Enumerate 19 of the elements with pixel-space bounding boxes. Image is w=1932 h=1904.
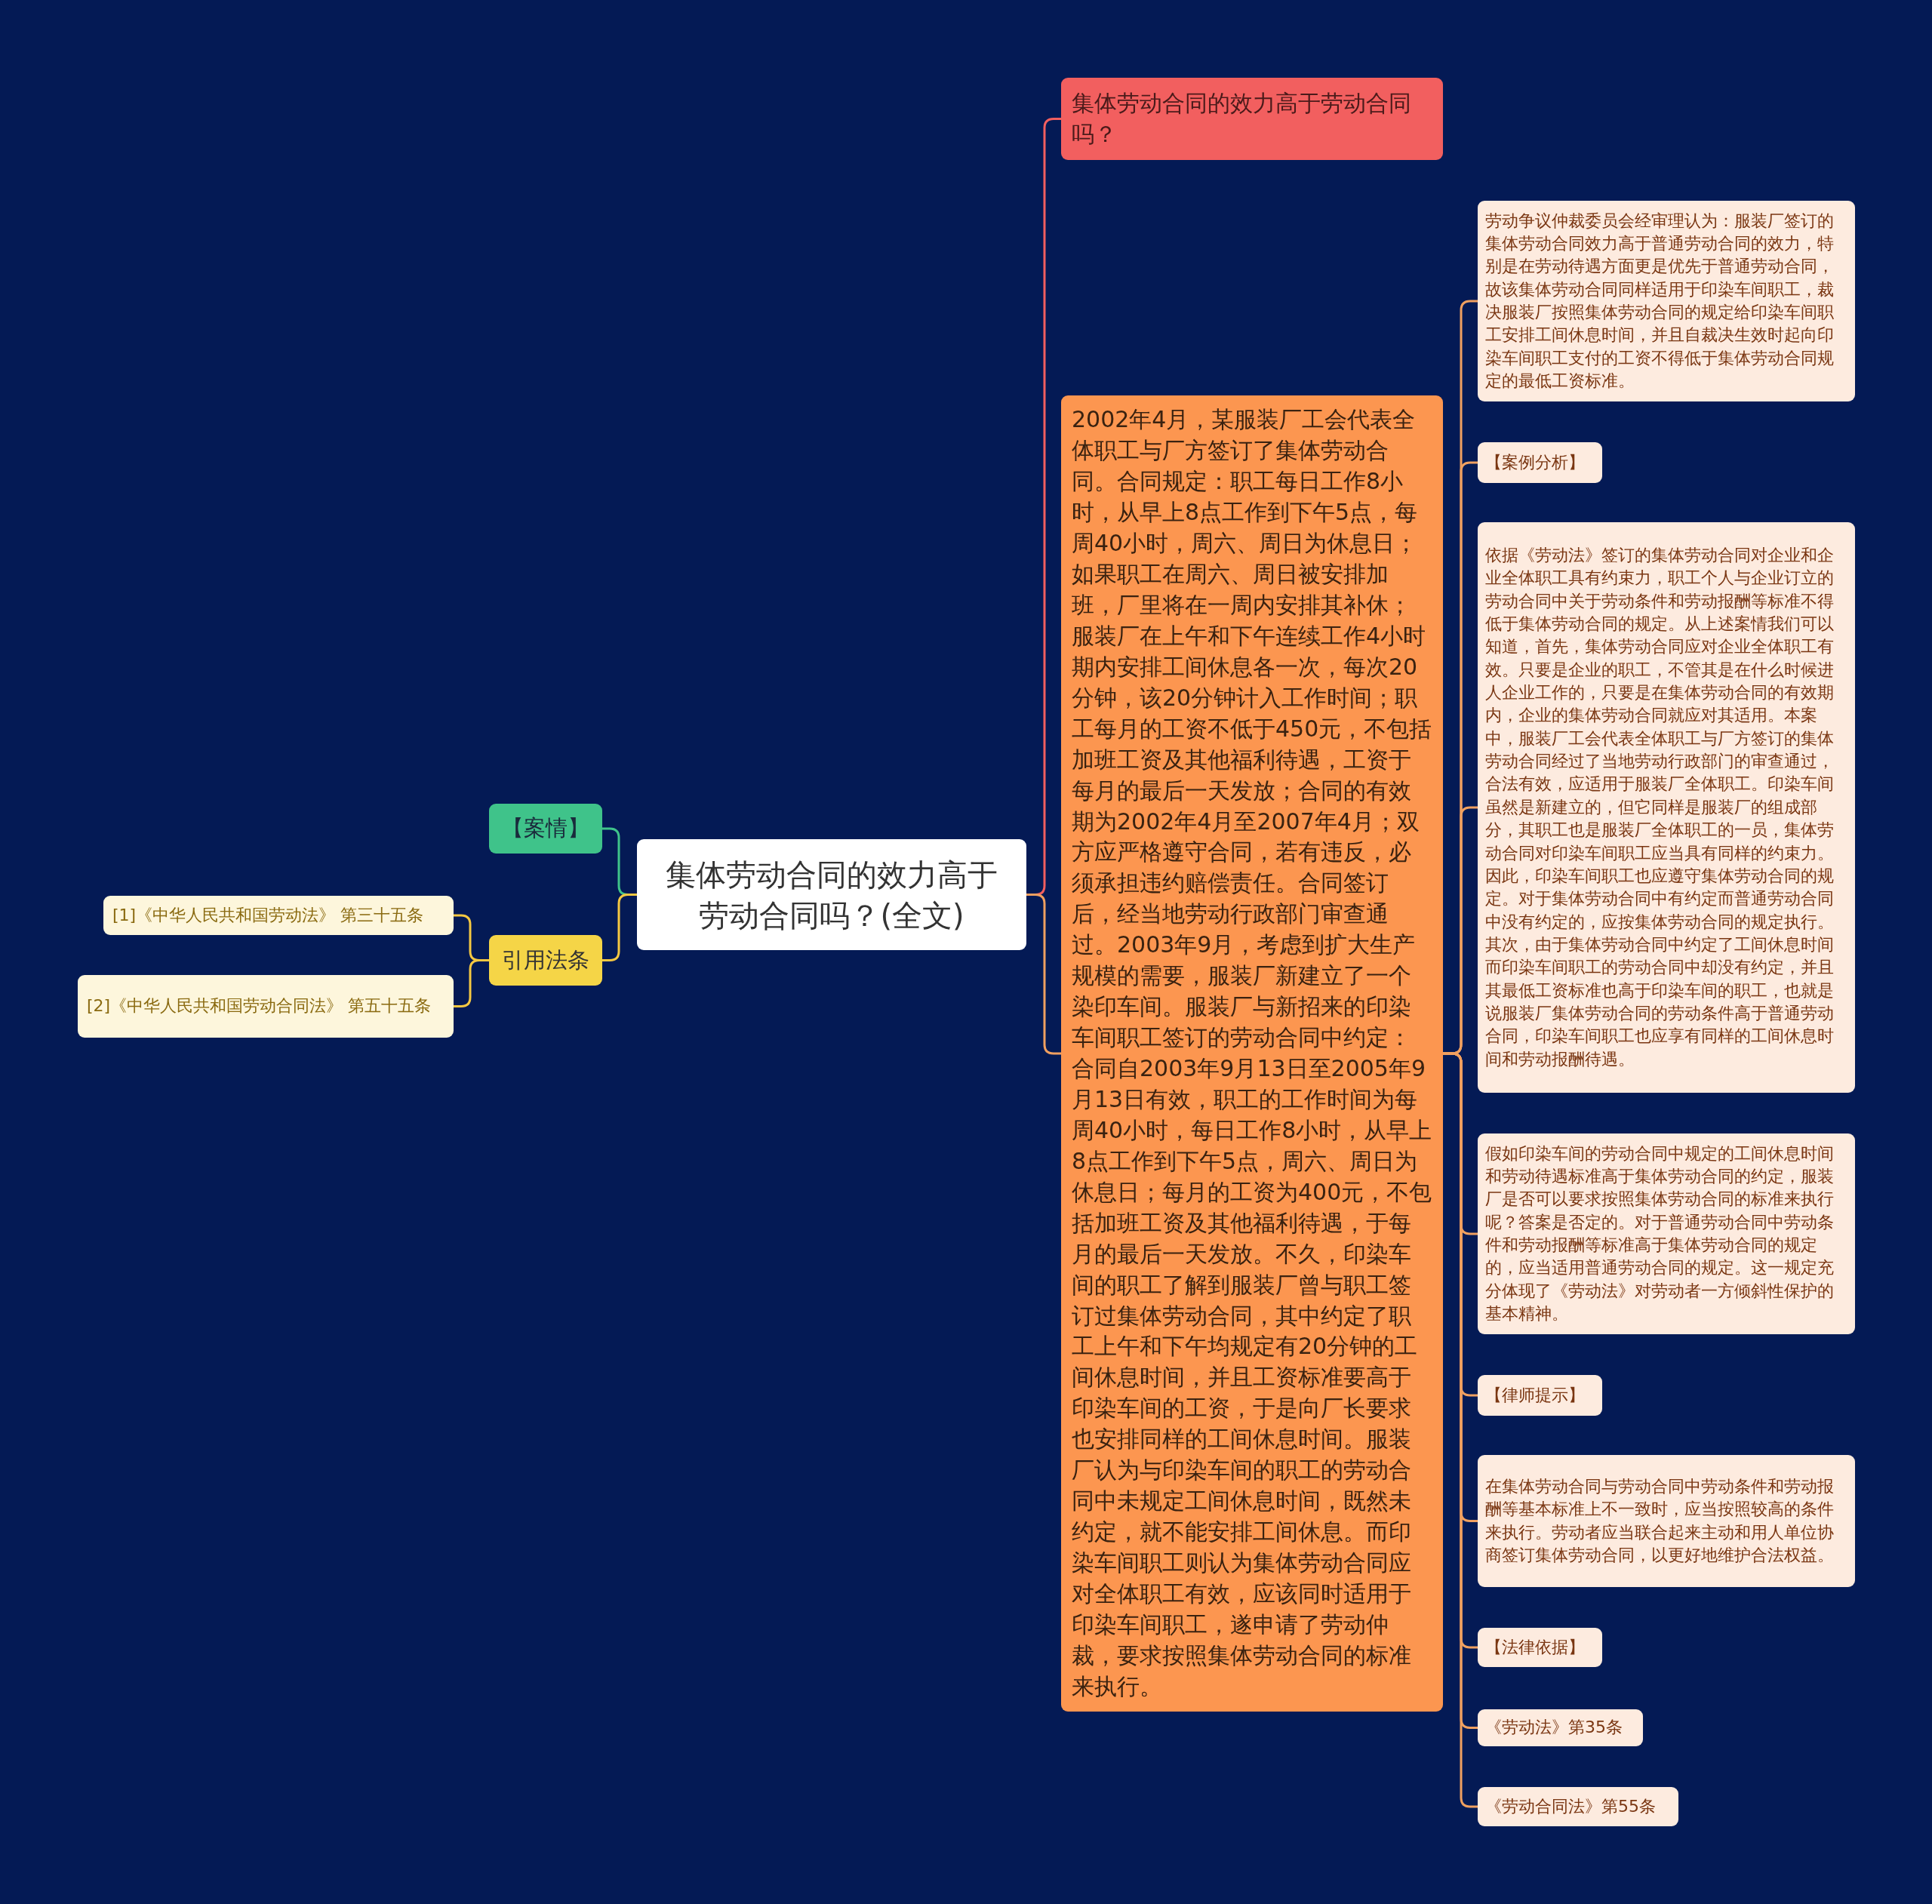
- leaf-topic: 《劳动合同法》第55条: [1478, 1787, 1678, 1826]
- connector: [602, 894, 637, 961]
- leaf-topic: 在集体劳动合同与劳动合同中劳动条件和劳动报酬等基本标准上不一致时，应当按照较高的条件来执行。劳动者应当联合起来主动和用人单位协商签订集体劳动合同，以更好地维护合法权益。: [1478, 1455, 1855, 1587]
- leaf-topic: 【案例分析】: [1478, 442, 1602, 483]
- branch-topic: 【案情】: [489, 804, 602, 854]
- leaf-topic: 【律师提示】: [1478, 1375, 1602, 1416]
- leaf-topic: 【法律依据】: [1478, 1628, 1602, 1667]
- central-topic: 集体劳动合同的效力高于劳动合同吗？(全文): [637, 839, 1026, 950]
- case-topic: 2002年4月，某服装厂工会代表全体职工与厂方签订了集体劳动合同。合同规定：职工每日工作8小时，从早上8点工作到下午5点，每周40小时，周六、周日为休息日；如果职工在周六、周日被安排加班，厂里将在一周内安排其补休；服装厂在上午和下午连续工作4小时期内安排工间休息各一次，每次20分钟，该20分钟计入工作时间；职工每月的工资不低于450元，不包括加班工资及其他福利待遇，工资于每月的最后一天发放；合同的有效期为2002年4月至2007年4月；双方应严格遵守合同，若有违反，必须承担违约赔偿责任。合同签订后，经当地劳动行政部门审查通过。2003年9月，考虑到扩大生产规模的需要，服装厂新建立了一个染印车间。服装厂与新招来的印染车间职工签订的劳动合同中约定：合同自2003年9月13日至2005年9月13日有效，职工的工作时间为每周40小时，每日工作8小时，从早上8点工作到下午5点，周六、周日为休息日；每月的工资为400元，不包括加班工资及其他福利待遇，于每月的最后一天发放。不久，印染车间的职工了解到服装厂曾与职工签订过集体劳动合同，其中约定了职工上午和下午均规定有20分钟的工间休息时间，并且工资标准要高于印染车间的工资，于是向厂长要求也安排同样的工间休息时间。服装厂认为与印染车间的职工的劳动合同中未规定工间休息时间，既然未约定，就不能安排工间休息。而印染车间职工则认为集体劳动合同应对全体职工有效，应该同时适用于印染车间职工，遂申请了劳动仲裁，要求按照集体劳动合同的标准来执行。: [1061, 395, 1443, 1712]
- connector: [454, 959, 489, 1007]
- reference-topic: [2]《中华人民共和国劳动合同法》 第五十五条: [78, 975, 454, 1038]
- leaf-topic: 劳动争议仲裁委员会经审理认为：服装厂签订的集体劳动合同效力高于普通劳动合同的效力，特别是在劳动待遇方面更是优先于普通劳动合同，故该集体劳动合同同样适用于印染车间职工，裁决服装厂按照集体劳动合同的规定给印染车间职工安排工间休息时间，并且自裁决生效时起向印染车间职工支付的工资不得低于集体劳动合同规定的最低工资标准。: [1478, 201, 1855, 401]
- branch-topic: 引用法条: [489, 935, 602, 986]
- question-topic: 集体劳动合同的效力高于劳动合同吗？: [1061, 78, 1443, 160]
- leaf-topic: 假如印染车间的劳动合同中规定的工间休息时间和劳动待遇标准高于集体劳动合同的约定，服装厂是否可以要求按照集体劳动合同的标准来执行呢？答案是否定的。对于普通劳动合同中劳动条件和劳动报酬等标准高于集体劳动合同的规定的，应当适用普通劳动合同的规定。这一规定充分体现了《劳动法》对劳动者一方倾斜性保护的基本精神。: [1478, 1133, 1855, 1334]
- reference-topic: [1]《中华人民共和国劳动法》 第三十五条: [103, 896, 454, 935]
- leaf-topic: 《劳动法》第35条: [1478, 1709, 1643, 1746]
- connector: [1026, 894, 1061, 1055]
- leaf-topic: 依据《劳动法》签订的集体劳动合同对企业和企业全体职工具有约束力，职工个人与企业订立的劳动合同中关于劳动条件和劳动报酬等标准不得低于集体劳动合同的规定。从上述案情我们可以知道，首先，集体劳动合同应对企业全体职工有效。只要是企业的职工，不管其是在什么时候进人企业工作的，只要是在集体劳动合同的有效期内，企业的集体劳动合同就应对其适用。本案中，服装厂工会代表全体职工与厂方签订的集体劳动合同经过了当地劳动行政部门的审查通过，合法有效，应适用于服装厂全体职工。印染车间虽然是新建立的，但它同样是服装厂的组成部分，其职工也是服装厂全体职工的一员，集体劳动合同对印染车间职工应当具有同样的约束力。因此，印染车间职工也应遵守集体劳动合同的规定。对于集体劳动合同中有约定而普通劳动合同中没有约定的，应按集体劳动合同的规定执行。其次，由于集体劳动合同中约定了工间休息时间而印染车间职工的劳动合同中却没有约定，并且其最低工资标准也高于印染车间的职工，也就是说服装厂集体劳动合同的劳动条件高于普通劳动合同，印染车间职工也应享有同样的工间休息时间和劳动报酬待遇。: [1478, 522, 1855, 1093]
